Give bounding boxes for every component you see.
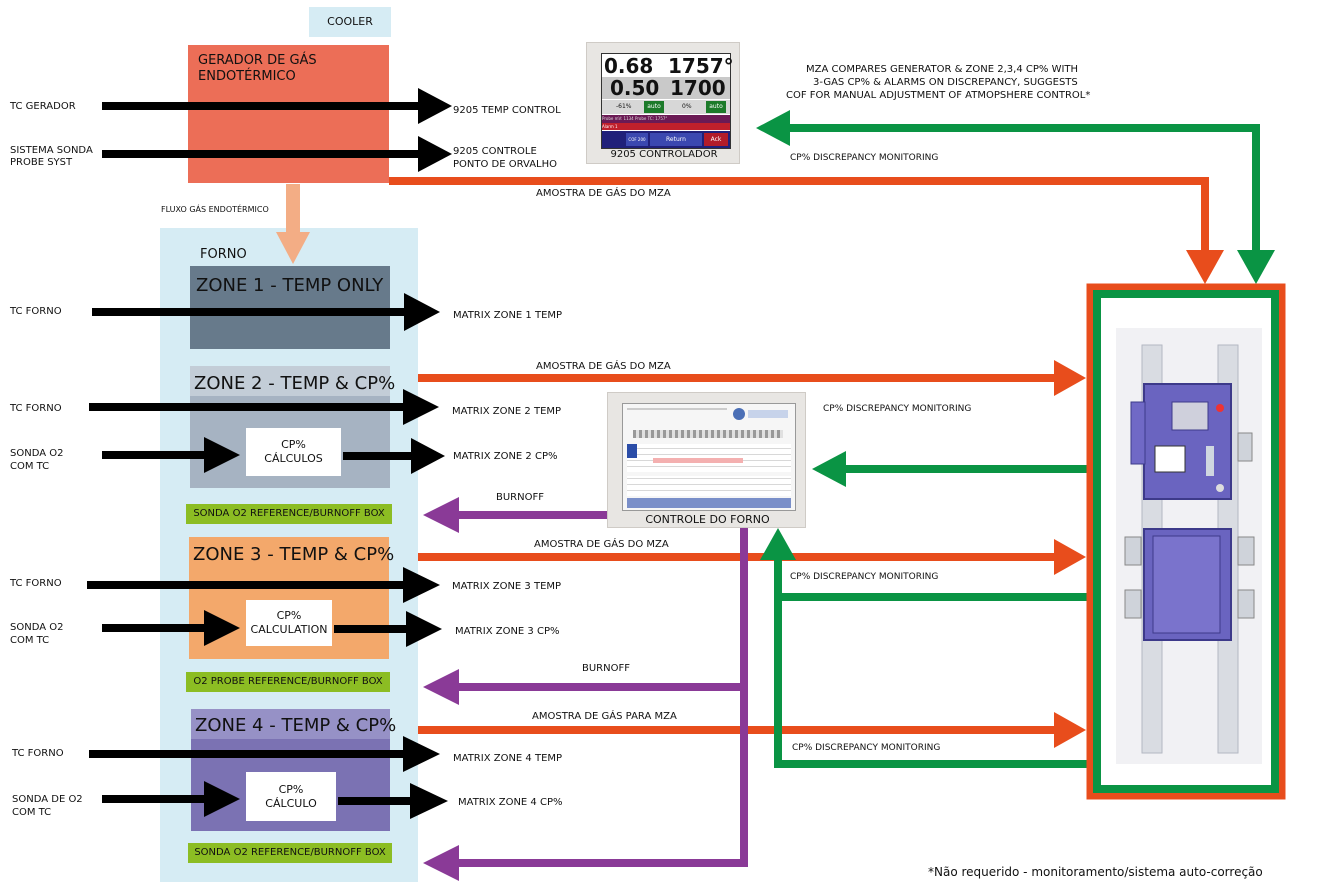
mza-cabinet-image [1116, 328, 1262, 764]
mza-frame-orange [1086, 283, 1286, 800]
zone4-sonda-label-1: SONDA DE O2 [12, 794, 83, 805]
amostra-z4-label: AMOSTRA DE GÁS PARA MZA [532, 711, 677, 722]
zone4-ref-box: SONDA O2 REFERENCE/BURNOFF BOX [188, 843, 392, 863]
controle-do-forno-caption: CONTROLE DO FORNO [645, 513, 770, 526]
controle-label-1: 9205 CONTROLE [453, 146, 537, 157]
burnoff-2-label: BURNOFF [582, 663, 630, 674]
zone2-calc-box: CP% CÁLCULOS [246, 428, 341, 476]
mza-frame-green [1093, 290, 1279, 793]
zone4-calc-box: CP% CÁLCULO [246, 772, 336, 821]
output1: -61% [616, 103, 632, 110]
zone4-calc-line1: CP% [278, 782, 304, 796]
zone3-title: ZONE 3 - TEMP & CP% [193, 544, 395, 565]
sp-cp: 0.50 [610, 76, 660, 100]
cp-discrepancy-z4-label: CP% DISCREPANCY MONITORING [792, 743, 941, 753]
zone2-sonda-label-1: SONDA O2 [10, 448, 64, 459]
cof-button[interactable]: COF 200 [626, 133, 648, 146]
zone4-sonda-label-2: COM TC [12, 807, 52, 818]
pv-cp: 0.68 [604, 54, 654, 78]
controle-label-2: PONTO DE ORVALHO [453, 159, 558, 170]
zone1-title: ZONE 1 - TEMP ONLY [196, 275, 384, 296]
cp-discrepancy-z3-label: CP% DISCREPANCY MONITORING [790, 572, 939, 582]
sistema-sonda-label-1: SISTEMA SONDA [10, 145, 93, 156]
zone3-sonda-label-1: SONDA O2 [10, 622, 64, 633]
cooler-label-box: COOLER [309, 7, 391, 37]
zone2-output-temp-label: MATRIX ZONE 2 TEMP [452, 406, 562, 417]
controller-9205-caption: 9205 CONTROLADOR [610, 149, 718, 160]
amostra-z2-label: AMOSTRA DE GÁS DO MZA [536, 361, 671, 372]
temp-control-label: 9205 TEMP CONTROL [453, 105, 561, 116]
alarm-line: Alarm 1 [602, 123, 730, 130]
mza-note-line1: MZA COMPARES GENERATOR & ZONE 2,3,4 CP% … [806, 64, 1079, 75]
controller-9205: 0.68 1757° 0.50 1700 -61% auto 0% auto P… [586, 42, 740, 164]
ack-button[interactable]: Ack [704, 133, 728, 146]
purple-arrows [423, 497, 748, 881]
zone3-ref-box: O2 PROBE REFERENCE/BURNOFF BOX [186, 672, 390, 692]
mode2-button[interactable]: auto [706, 101, 726, 113]
zone2-output-cp-label: MATRIX ZONE 2 CP% [453, 451, 558, 462]
green-arrows [756, 110, 1275, 768]
cp-discrepancy-top-label: CP% DISCREPANCY MONITORING [790, 153, 939, 163]
zone3-calc-line1: CP% [276, 609, 302, 622]
zone3-calc-line2: CALCULATION [250, 623, 328, 636]
forno-screen-display [622, 403, 796, 511]
amostra-z3-label: AMOSTRA DE GÁS DO MZA [534, 539, 669, 550]
probe-line: Probe mV: 1134 Probe TC: 1757° [602, 115, 730, 123]
tc-gerador-label: TC GERADOR [10, 101, 76, 112]
pv-temp: 1757° [668, 54, 734, 78]
return-button[interactable]: Return [650, 133, 702, 146]
sistema-sonda-label-2: PROBE SYST [10, 157, 73, 168]
zone1-box: ZONE 1 - TEMP ONLY [190, 266, 390, 349]
amostra-top-label: AMOSTRA DE GÁS DO MZA [536, 188, 671, 199]
zone2-calc-line1: CP% [281, 438, 306, 451]
mode1-button[interactable]: auto [644, 101, 664, 113]
zone4-output-temp-label: MATRIX ZONE 4 TEMP [453, 753, 563, 764]
output2: 0% [682, 103, 692, 110]
zone3-output-cp-label: MATRIX ZONE 3 CP% [455, 626, 560, 637]
zone3-sonda-label-2: COM TC [10, 635, 50, 646]
supersystems-logo-icon [733, 408, 745, 420]
footnote: *Não requerido - monitoramento/sistema a… [928, 865, 1263, 879]
zone4-input-tc-label: TC FORNO [12, 748, 64, 759]
mza-note-line2: 3-GAS CP% & ALARMS ON DISCREPANCY, SUGGE… [813, 77, 1078, 88]
zone4-calc-line2: CÁLCULO [265, 796, 317, 810]
generator-title-line2: ENDOTÉRMICO [198, 69, 296, 84]
burnoff-1-label: BURNOFF [496, 492, 544, 503]
fluxo-label: FLUXO GÁS ENDOTÉRMICO [161, 205, 269, 214]
generator-title-line1: GERADOR DE GÁS [198, 53, 317, 68]
zone1-input-label: TC FORNO [10, 306, 62, 317]
zone4-output-cp-label: MATRIX ZONE 4 CP% [458, 797, 563, 808]
zone3-output-temp-label: MATRIX ZONE 3 TEMP [452, 581, 562, 592]
zone3-input-tc-label: TC FORNO [10, 578, 62, 589]
controle-do-forno: CONTROLE DO FORNO [607, 392, 806, 528]
zone4-title: ZONE 4 - TEMP & CP% [195, 715, 397, 736]
generator-box: GERADOR DE GÁS ENDOTÉRMICO [188, 45, 389, 183]
zone2-input-tc-label: TC FORNO [10, 403, 62, 414]
zone2-calc-line2: CÁLCULOS [264, 452, 323, 465]
cp-discrepancy-z2-label: CP% DISCREPANCY MONITORING [823, 404, 972, 414]
zone3-calc-box: CP% CALCULATION [246, 600, 332, 646]
zone2-sonda-label-2: COM TC [10, 461, 50, 472]
mza-note-line3: COF FOR MANUAL ADJUSTMENT OF ATMOPSHERE … [786, 90, 1091, 101]
furnace-label: FORNO [200, 247, 247, 262]
sp-temp: 1700 [670, 76, 726, 100]
zone1-output-label: MATRIX ZONE 1 TEMP [453, 310, 563, 321]
zone2-title: ZONE 2 - TEMP & CP% [194, 373, 396, 394]
cooler-label: COOLER [327, 15, 373, 28]
zone2-ref-box: SONDA O2 REFERENCE/BURNOFF BOX [186, 504, 392, 524]
